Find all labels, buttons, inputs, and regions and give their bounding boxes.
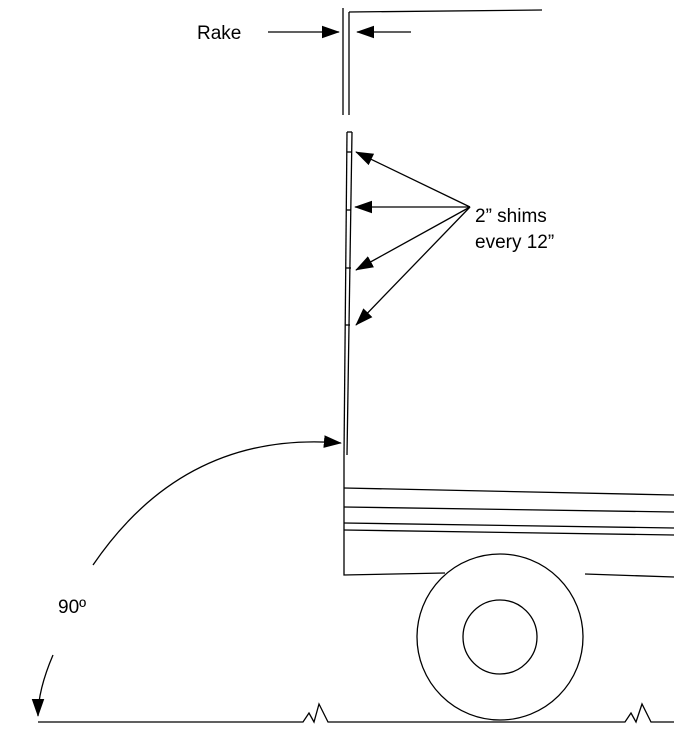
shim-arrow [355, 206, 471, 326]
shims-label-line2: every 12” [475, 232, 554, 253]
shim-arrow [355, 151, 471, 208]
shim-arrow [355, 206, 471, 271]
angle-arc [31, 435, 342, 717]
shims-label-line1: 2” shims [475, 206, 547, 227]
truck-cab [342, 8, 543, 115]
rake-label: Rake [197, 23, 241, 44]
ground-line [38, 702, 674, 724]
wheel [416, 553, 584, 721]
truck-frame [343, 455, 674, 578]
tire [416, 553, 584, 721]
cab-roof-line [348, 9, 543, 13]
shim-arrows [354, 151, 471, 326]
hub [462, 599, 538, 675]
shim-strip [343, 131, 353, 456]
angle-label: 90º [58, 597, 86, 618]
